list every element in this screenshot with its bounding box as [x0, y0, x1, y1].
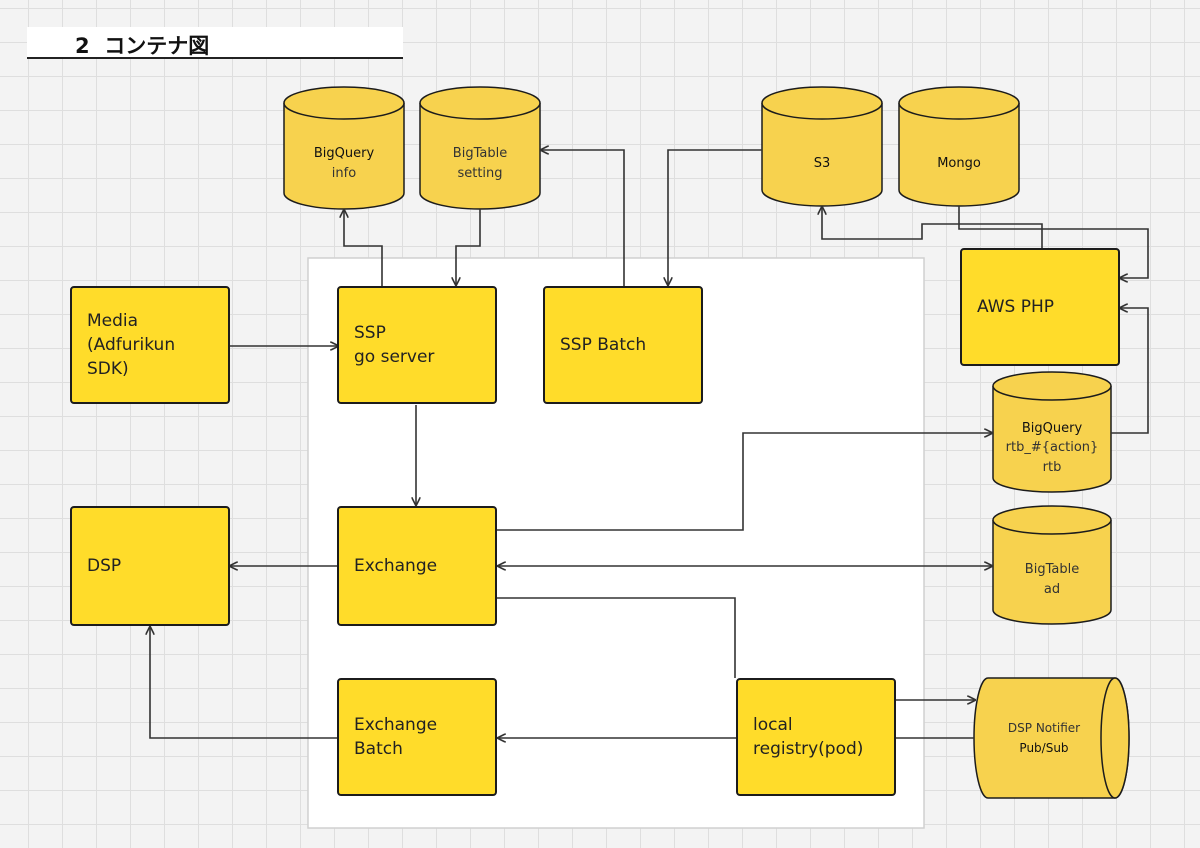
edge-mongo-to-aws-php — [958, 206, 1149, 278]
db-bigquery-info-label2: info — [332, 166, 356, 181]
connectors — [150, 149, 1149, 739]
edge-ssp-to-bigquery-info — [344, 210, 383, 286]
db-bigquery-info-label1: BigQuery — [314, 146, 375, 161]
db-dsp-notifier-label2: Pub/Sub — [1019, 741, 1068, 755]
db-bigtable-setting-label1: BigTable — [453, 146, 507, 161]
box-dsp-label: DSP — [87, 556, 122, 576]
edge-exchange-to-local-registry — [497, 597, 736, 678]
box-media-label: Media (Adfurikun SDK) — [87, 311, 176, 379]
db-bigtable-setting: BigTable setting — [419, 86, 541, 210]
db-mongo: Mongo — [898, 86, 1020, 207]
db-bigtable-ad: BigTable ad — [992, 505, 1112, 625]
db-bigquery-rtb-label3: rtb — [1043, 460, 1062, 475]
edge-exchange-to-bigquery-rtb — [497, 433, 992, 531]
box-exchange[interactable]: Exchange — [337, 506, 497, 626]
db-bigtable-ad-label2: ad — [1044, 582, 1060, 597]
box-aws-php[interactable]: AWS PHP — [960, 248, 1120, 366]
box-exchange-batch-label: Exchange Batch — [354, 715, 438, 759]
edge-s3-to-ssp-batch — [668, 149, 762, 285]
edge-bigquery-rtb-to-aws-php — [1111, 308, 1149, 434]
db-bigtable-setting-label2: setting — [457, 166, 502, 181]
db-dsp-notifier: DSP Notifier Pub/Sub — [973, 677, 1130, 799]
page-title: 2 コンテナ図 — [75, 34, 210, 58]
box-media[interactable]: Media (Adfurikun SDK) — [70, 286, 230, 404]
db-mongo-label: Mongo — [937, 156, 981, 171]
box-dsp[interactable]: DSP — [70, 506, 230, 626]
edge-aws-php-to-s3 — [822, 207, 1043, 248]
edge-ssp-batch-to-bigtable-setting — [541, 150, 625, 286]
db-bigquery-info: BigQuery info — [283, 86, 405, 210]
box-exchange-batch[interactable]: Exchange Batch — [337, 678, 497, 796]
box-ssp-server-label: SSP go server — [354, 323, 435, 367]
db-bigtable-ad-label1: BigTable — [1025, 562, 1079, 577]
box-ssp-batch[interactable]: SSP Batch — [543, 286, 703, 404]
box-local-registry[interactable]: local registry(pod) — [736, 678, 896, 796]
db-bigquery-rtb-label2: rtb_#{action} — [1006, 440, 1099, 455]
db-dsp-notifier-label1: DSP Notifier — [1008, 721, 1080, 735]
box-local-registry-label: local registry(pod) — [753, 715, 864, 759]
box-exchange-label: Exchange — [354, 556, 438, 576]
db-s3-label: S3 — [814, 156, 831, 171]
edge-exchange-batch-to-dsp — [150, 627, 338, 739]
box-ssp-server[interactable]: SSP go server — [337, 286, 497, 404]
box-ssp-batch-label: SSP Batch — [560, 335, 647, 355]
box-aws-php-label: AWS PHP — [977, 297, 1054, 317]
db-bigquery-rtb-label1: BigQuery — [1022, 421, 1083, 436]
title-bar: 2 コンテナ図 — [27, 27, 403, 59]
db-s3: S3 — [761, 86, 883, 207]
db-bigquery-rtb: BigQuery rtb_#{action} rtb — [992, 371, 1112, 493]
edge-bigtable-setting-to-ssp — [456, 209, 481, 285]
